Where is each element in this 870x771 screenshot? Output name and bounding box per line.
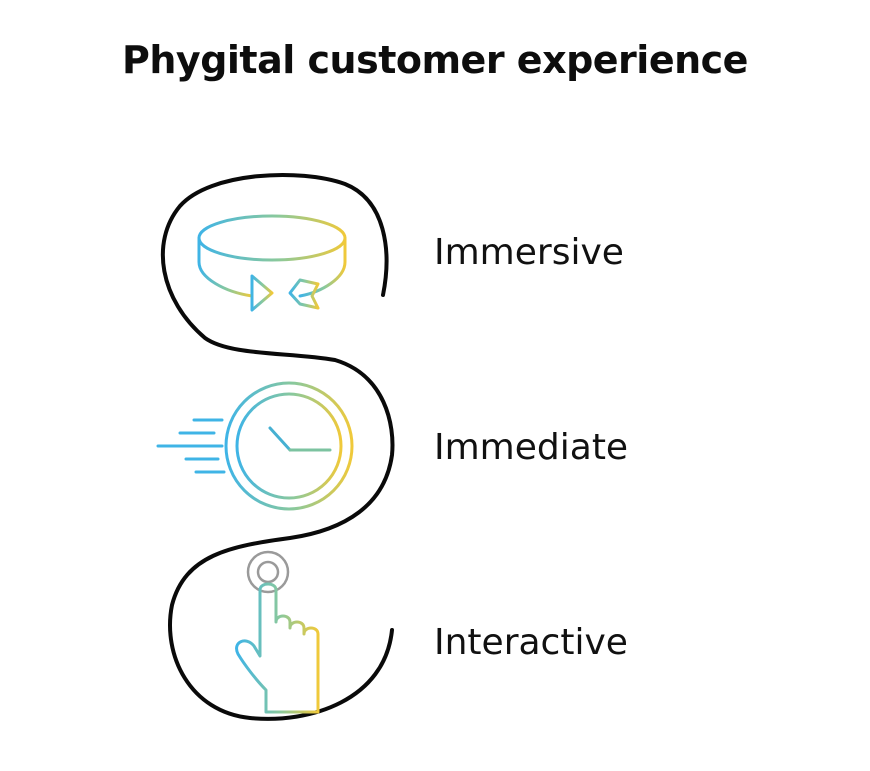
diagram-title: Phygital customer experience — [122, 38, 748, 82]
step-label-immersive: Immersive — [434, 232, 624, 273]
step-label-immediate: Immediate — [434, 427, 629, 468]
serpentine-path — [160, 172, 395, 721]
rotate-360-icon — [197, 214, 347, 312]
step-label-interactive: Interactive — [434, 622, 628, 663]
fast-clock-icon — [156, 381, 354, 511]
touch-hand-icon — [235, 550, 320, 714]
